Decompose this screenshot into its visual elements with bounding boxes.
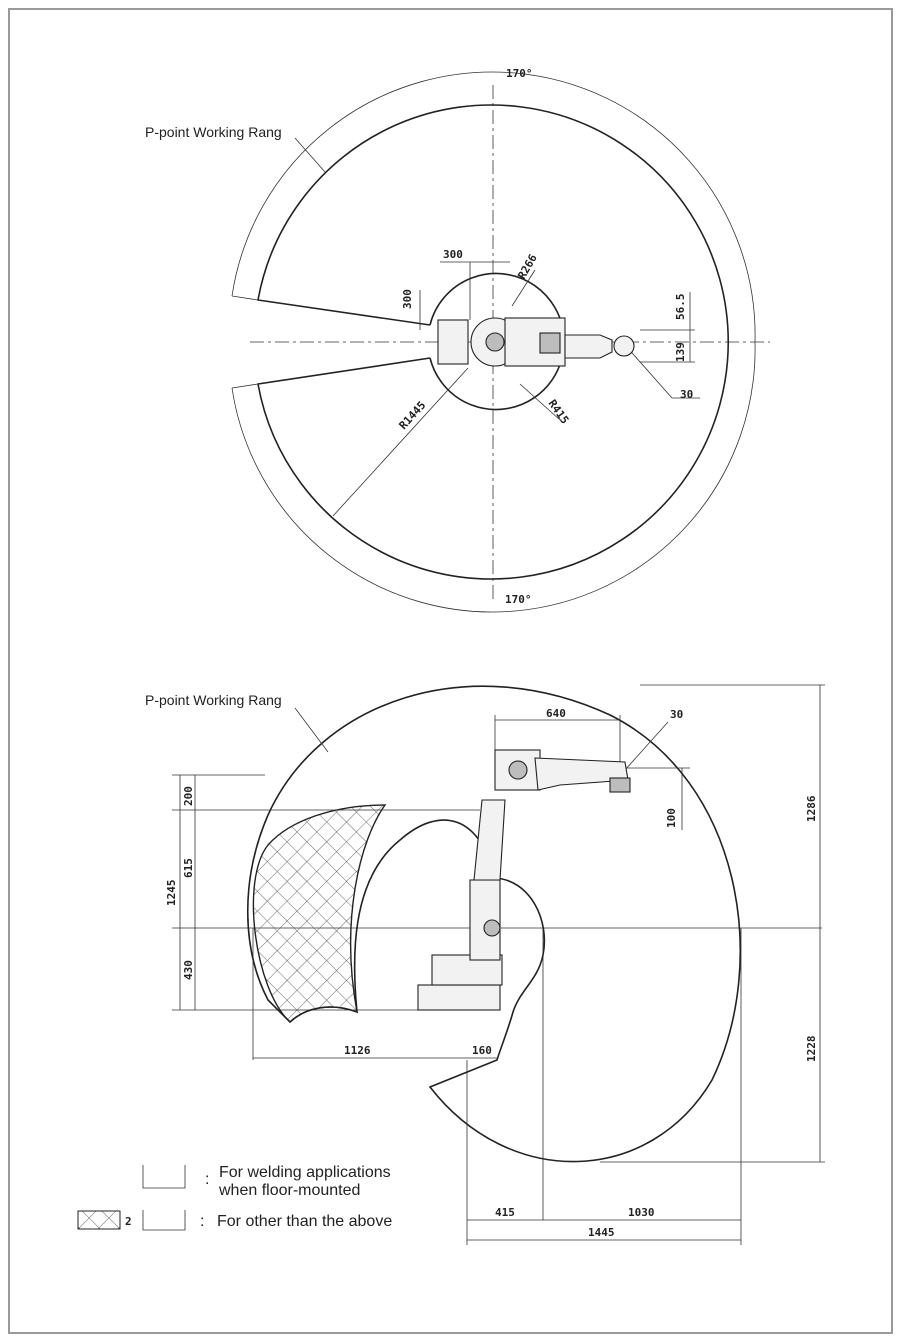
side-dim-1445: 1445: [588, 1226, 615, 1239]
side-dim-430: 430: [182, 960, 195, 980]
side-dim-415: 415: [495, 1206, 515, 1219]
top-angle-top: 170°: [506, 67, 533, 80]
legend-welding-line1: For welding applications: [219, 1164, 391, 1181]
side-dim-160: 160: [472, 1044, 492, 1057]
legend-other-text: For other than the above: [217, 1213, 392, 1230]
legend-welding-line2: when floor-mounted: [218, 1182, 360, 1199]
page-border: [8, 8, 893, 1334]
side-working-range: [246, 685, 742, 1163]
side-view: P-point Working Rang 640 30 100 1286 122…: [145, 684, 825, 1245]
top-dim-300-vertical: 300: [401, 289, 414, 309]
side-dim-1126: 1126: [344, 1044, 371, 1057]
top-dim-r1445: R1445: [397, 399, 429, 432]
top-angle-bottom: 170°: [505, 593, 532, 606]
top-dim-r415: R415: [546, 397, 572, 426]
side-dim-640: 640: [546, 707, 566, 720]
side-dim-100: 100: [665, 808, 678, 828]
legend: : For welding applications when floor-mo…: [77, 1164, 392, 1231]
top-working-range: [257, 104, 730, 580]
side-hatched-range: [252, 804, 387, 1023]
side-dim-615: 615: [182, 858, 195, 878]
side-dim-1286: 1286: [805, 795, 818, 822]
legend-hatch-marker: 2: [125, 1215, 132, 1228]
top-dim-56-5: 56.5: [674, 294, 687, 321]
legend-colon-2: :: [200, 1213, 204, 1230]
side-dim-30: 30: [670, 708, 683, 721]
top-dim-30: 30: [680, 388, 693, 401]
top-view: P-point Working Rang 170° 170° 300 300 R…: [145, 67, 770, 613]
side-dim-200: 200: [182, 786, 195, 806]
side-dim-1228: 1228: [805, 1036, 818, 1063]
side-dim-1245: 1245: [165, 880, 178, 907]
legend-hatch-swatch: [77, 1210, 121, 1230]
top-dim-300-horizontal: 300: [443, 248, 463, 261]
top-dim-r266: R266: [515, 252, 540, 282]
top-dim-139: 139: [674, 342, 687, 362]
top-range-label: P-point Working Rang: [145, 124, 282, 140]
side-range-label: P-point Working Rang: [145, 692, 282, 708]
legend-colon-1: :: [205, 1171, 209, 1188]
side-dim-1030: 1030: [628, 1206, 655, 1219]
